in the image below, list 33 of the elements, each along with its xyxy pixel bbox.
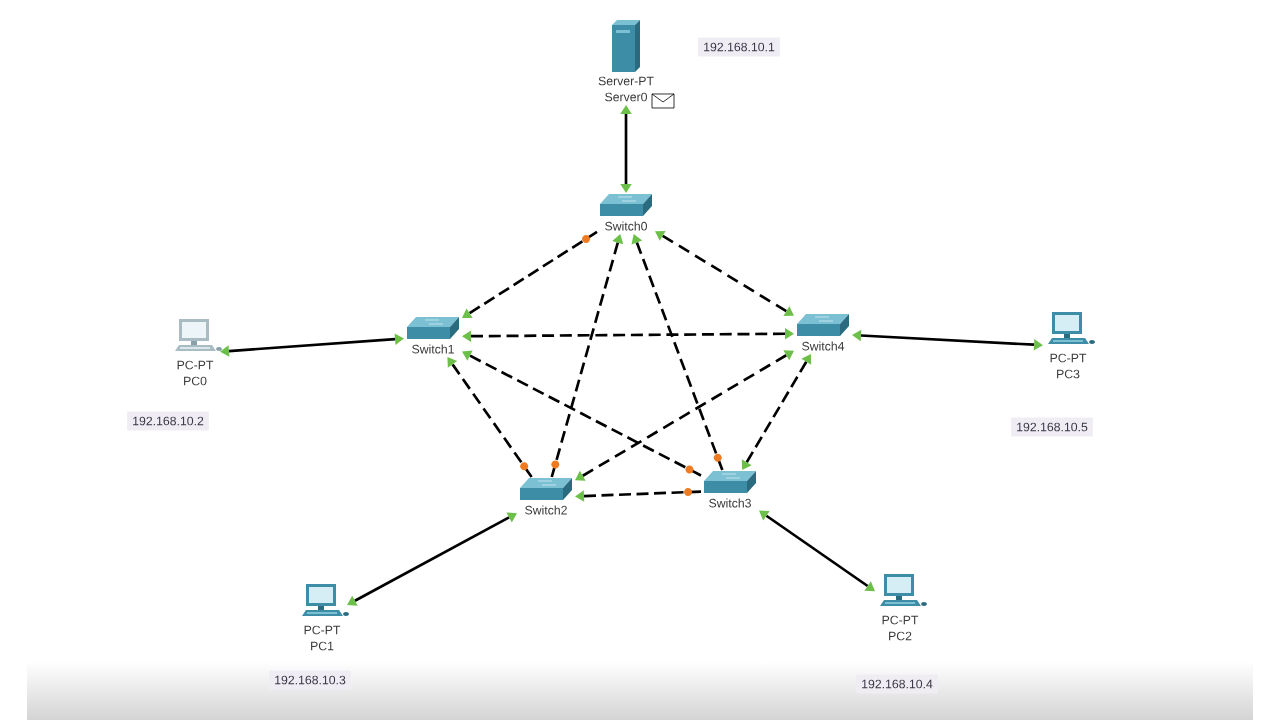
device-label: Switch4: [802, 341, 845, 351]
address-label: 192.168.10.5: [1011, 417, 1093, 437]
device-label: PC-PT: [304, 625, 341, 635]
device-label: PC0: [184, 376, 207, 386]
cable: [550, 234, 624, 478]
device-label: PC1: [311, 641, 334, 651]
device-label: Switch3: [709, 498, 751, 508]
device-label: PC-PT: [882, 615, 919, 625]
cable: [347, 512, 517, 606]
device-label: PC3: [1057, 369, 1080, 379]
device-label: Switch1: [412, 344, 454, 354]
cable: [462, 230, 598, 319]
cable: [852, 329, 1043, 351]
cable: [447, 357, 533, 478]
device-label: Server0: [605, 92, 647, 102]
address-label: 192.168.10.2: [127, 411, 209, 431]
cable: [631, 234, 724, 471]
cable: [220, 333, 404, 357]
device-label: PC-PT: [1050, 353, 1087, 363]
cable: [462, 328, 794, 342]
device-label: PC-PT: [177, 360, 214, 370]
cable: [462, 350, 702, 477]
device-label: Switch0: [605, 221, 647, 231]
cable: [741, 354, 812, 470]
device-label: Switch2: [525, 505, 567, 515]
address-label: 192.168.10.1: [698, 37, 780, 57]
cable: [575, 488, 702, 502]
cable: [620, 105, 632, 193]
cable: [655, 230, 794, 317]
cable: [575, 350, 794, 481]
cable: [759, 510, 875, 592]
device-label: Server-PT: [598, 76, 654, 86]
device-label: PC2: [889, 631, 912, 641]
